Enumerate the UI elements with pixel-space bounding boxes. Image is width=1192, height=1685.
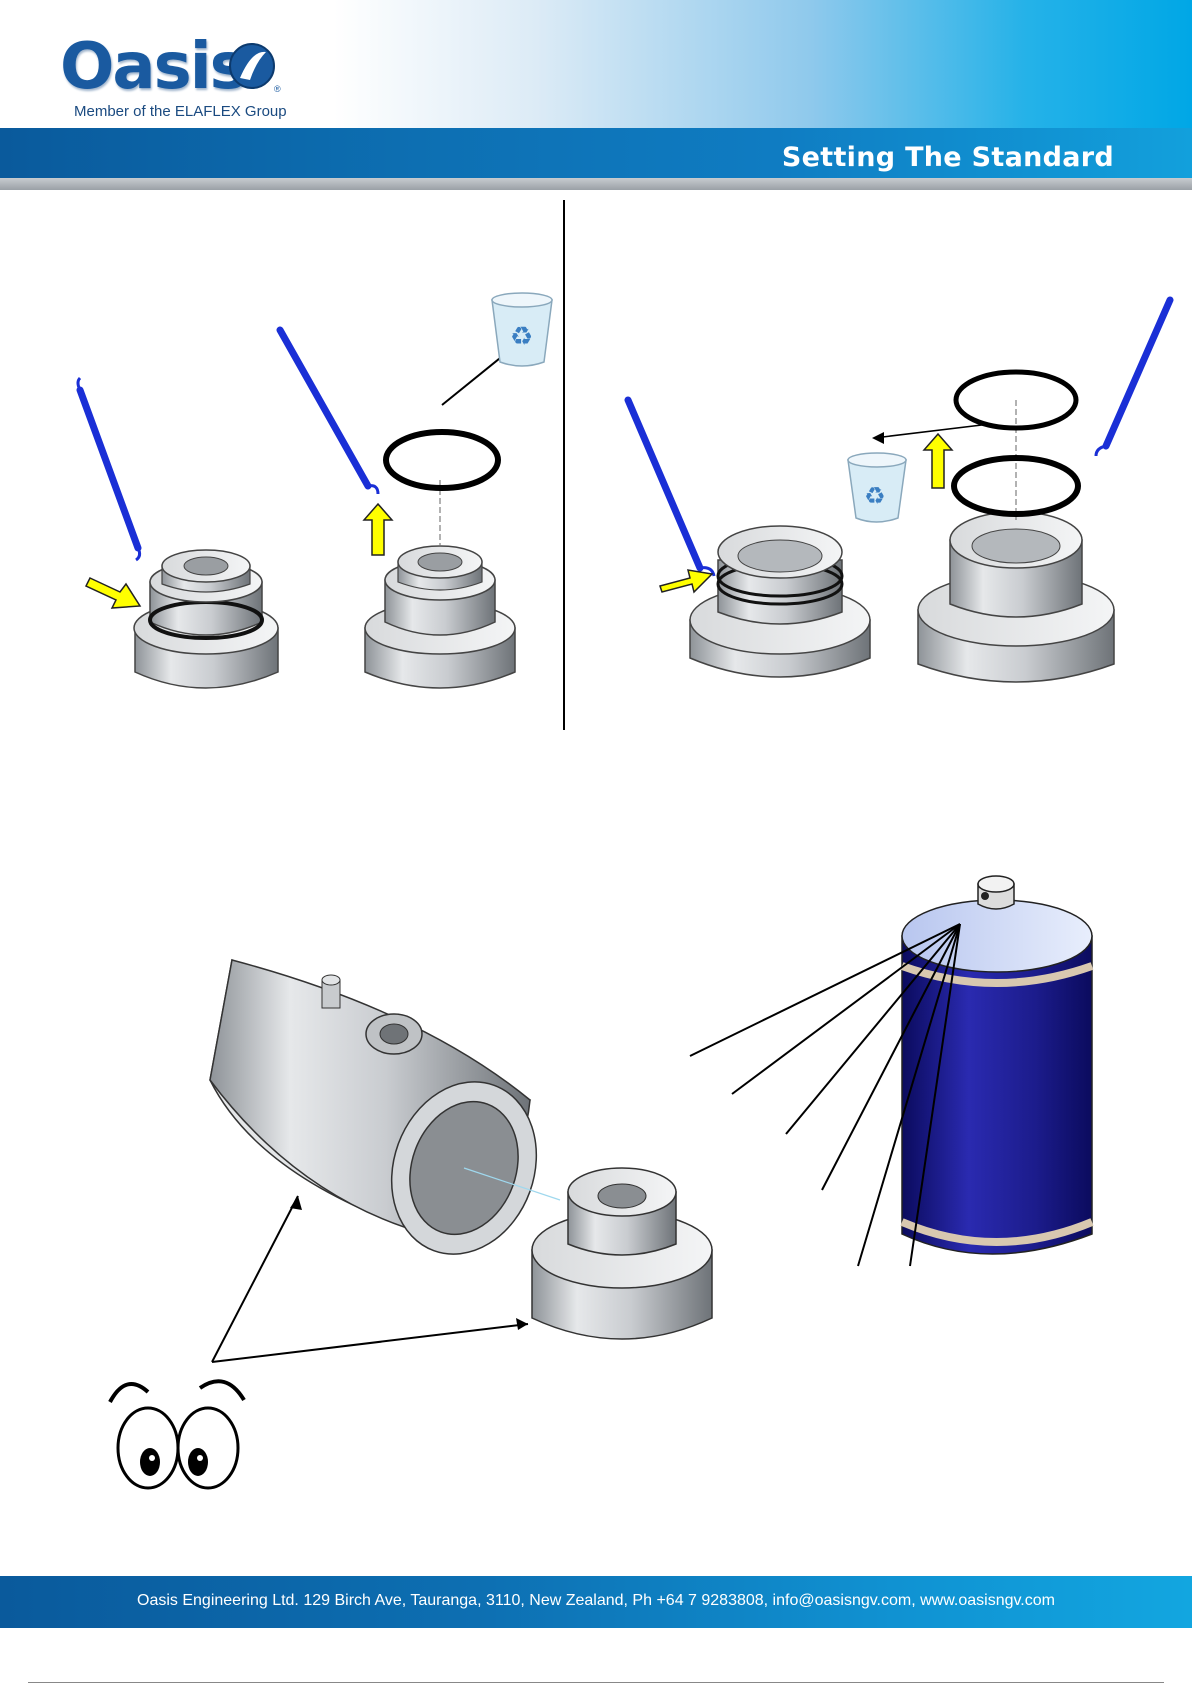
bottom-rule bbox=[28, 1682, 1164, 1683]
pick-tool-icon bbox=[280, 330, 378, 494]
pick-tool-icon bbox=[78, 378, 140, 560]
coupling-body bbox=[210, 960, 560, 1275]
arrow-icon bbox=[660, 570, 712, 592]
arrow-icon bbox=[86, 578, 140, 608]
recycle-bin-icon: ♻ bbox=[848, 453, 906, 522]
fitting-left-2 bbox=[365, 546, 515, 688]
fitting-left bbox=[134, 550, 278, 688]
arrow-icon bbox=[924, 434, 952, 488]
svg-text:♻: ♻ bbox=[864, 482, 886, 510]
arrow-icon bbox=[364, 504, 392, 555]
recycle-bin-icon: ♻ bbox=[492, 293, 552, 366]
footer-contact: Oasis Engineering Ltd. 129 Birch Ave, Ta… bbox=[0, 1592, 1192, 1610]
pick-tool-icon bbox=[628, 400, 714, 576]
fitting-right-2 bbox=[918, 512, 1114, 682]
o-ring-icon bbox=[386, 432, 498, 488]
eyes-icon bbox=[110, 1381, 244, 1488]
pick-tool-icon bbox=[1096, 300, 1170, 456]
fitting-right bbox=[690, 526, 870, 677]
fitting-lower bbox=[532, 1168, 712, 1339]
spray-can-icon bbox=[902, 876, 1092, 1254]
svg-text:♻: ♻ bbox=[510, 322, 533, 352]
